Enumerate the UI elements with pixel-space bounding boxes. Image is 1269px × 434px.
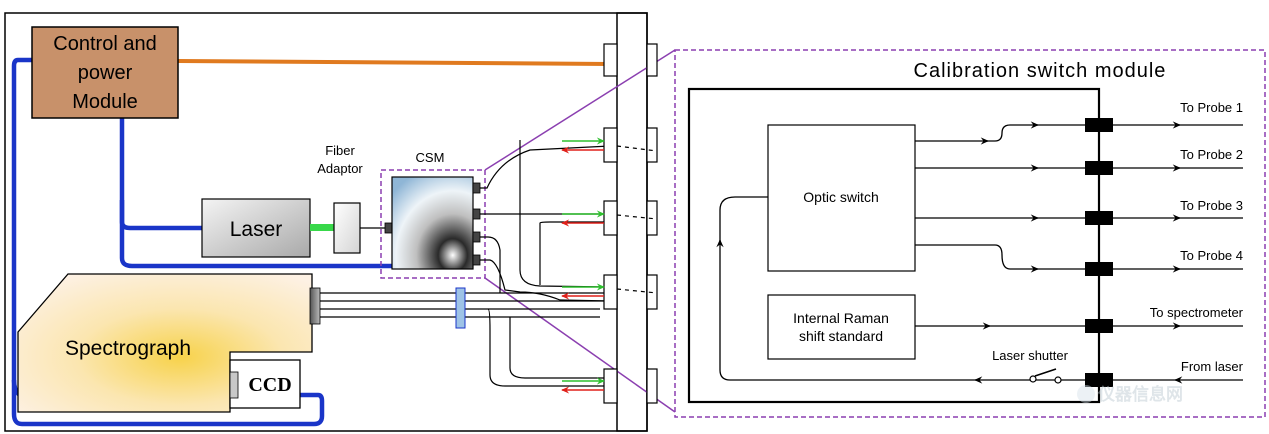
raman-standard-label-2: shift standard (799, 328, 883, 344)
output-label-probe-4: To Probe 4 (1180, 248, 1243, 263)
external-fibers (1113, 121, 1243, 384)
control-module-label-1: Control and (53, 33, 156, 55)
panel-fiber-breaks (616, 145, 658, 294)
spectrograph-label: Spectrograph (65, 337, 191, 360)
laser-box (201, 198, 311, 258)
watermark-logo-icon (1077, 385, 1095, 403)
raman-standard-box (767, 294, 916, 360)
laser-fiber (310, 224, 334, 231)
fiber-adaptor-label-2: Adaptor (317, 161, 363, 176)
ccd-mount (229, 371, 239, 399)
fiber-adaptor-label-1: Fiber (325, 143, 355, 158)
output-label-probe-2: To Probe 2 (1180, 147, 1243, 162)
signal-arrows (561, 137, 605, 394)
panel-connectors (603, 43, 658, 404)
calibration-module-box (687, 87, 1101, 404)
control-module-label-2: power (78, 62, 133, 84)
bundle-filter (455, 287, 466, 329)
spectrograph-body (17, 273, 313, 413)
output-label-spectrometer: To spectrometer (1150, 305, 1244, 320)
csm-input-connector (384, 222, 393, 234)
spectrograph-slit (309, 287, 321, 325)
ccd-box (229, 359, 301, 409)
csm-output-connectors (472, 182, 481, 266)
watermark: 仪器信息网 (1077, 384, 1183, 404)
internal-fibers (716, 121, 1085, 384)
laser-shutter-switch (1029, 368, 1062, 384)
csm-zoom-frame (380, 169, 486, 279)
module-connectors (1085, 118, 1113, 387)
power-line (177, 59, 611, 66)
output-label-from-laser: From laser (1181, 359, 1244, 374)
optic-switch-box (767, 124, 916, 272)
laser-shutter-label: Laser shutter (992, 348, 1069, 363)
ccd-label: CCD (248, 374, 291, 396)
csm-label: CSM (416, 150, 445, 165)
front-panel (616, 12, 648, 432)
output-label-probe-3: To Probe 3 (1180, 198, 1243, 213)
calibration-detail-frame (674, 49, 1266, 418)
csm-fibers (480, 140, 611, 387)
control-module-label-3: Module (72, 91, 138, 113)
watermark-text: 仪器信息网 (1097, 384, 1183, 404)
zoom-line-bottom (484, 277, 676, 413)
zoom-line-top (484, 49, 676, 171)
laser-label: Laser (230, 218, 283, 241)
fiber-adaptor-box (333, 202, 361, 254)
output-label-probe-1: To Probe 1 (1180, 100, 1243, 115)
optic-switch-label: Optic switch (803, 189, 878, 205)
csm-box (391, 176, 474, 270)
calibration-title: Calibration switch module (914, 60, 1167, 82)
raman-standard-label-1: Internal Raman (793, 310, 889, 326)
control-power-module (31, 26, 179, 119)
